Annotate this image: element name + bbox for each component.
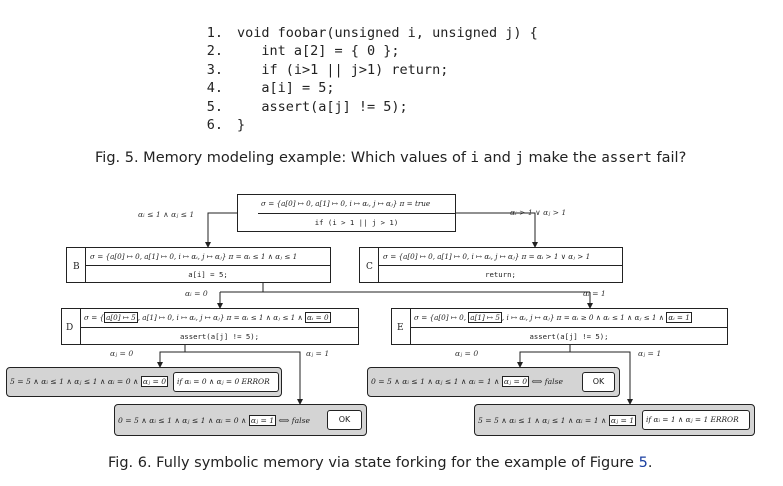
node-c-stmt: return; [485, 270, 516, 279]
node-e-box1: a[1] ↦ 5 [468, 312, 502, 323]
node-c-tab [359, 247, 379, 283]
node-a-state: σ = {a[0] ↦ 0, a[1] ↦ 0, i ↦ αᵢ, j ↦ αⱼ}… [261, 199, 431, 208]
edge-label-b-e: αᵢ = 1 [583, 289, 606, 298]
node-e-state: σ = {a[0] ↦ 0, a[1] ↦ 5, i ↦ αᵢ, j ↦ αⱼ}… [414, 312, 692, 323]
node-b-stmt: a[i] = 5; [188, 270, 228, 279]
node-c-state: σ = {a[0] ↦ 0, a[1] ↦ 0, i ↦ αᵢ, j ↦ αⱼ}… [383, 252, 591, 261]
leaf-d1-boxed: αⱼ = 1 [248, 415, 277, 426]
fig5-caption: Fig. 5. Memory modeling example: Which v… [95, 150, 687, 166]
leaf-e0-result: OK [582, 372, 615, 392]
node-d-box2: αᵢ = 0 [305, 312, 331, 323]
node-d-box1: a[0] ↦ 5 [104, 312, 138, 323]
node-b-state: σ = {a[0] ↦ 0, a[1] ↦ 0, i ↦ αᵢ, j ↦ αⱼ}… [90, 252, 298, 261]
leaf-d0-formula: 5 = 5 ∧ αᵢ ≤ 1 ∧ αⱼ ≤ 1 ∧ αᵢ = 0 ∧ αⱼ = … [10, 376, 169, 387]
leaf-d0: 5 = 5 ∧ αᵢ ≤ 1 ∧ αⱼ ≤ 1 ∧ αᵢ = 0 ∧ αⱼ = … [6, 367, 282, 397]
node-b: σ = {a[0] ↦ 0, a[1] ↦ 0, i ↦ αᵢ, j ↦ αⱼ}… [85, 247, 331, 283]
edge-label-e-right: αⱼ = 1 [638, 349, 662, 358]
code-line: 4. a[i] = 5; [206, 80, 335, 97]
fig6-caption: Fig. 6. Fully symbolic memory via state … [108, 455, 653, 471]
code-line: 5. assert(a[j] != 5); [206, 98, 408, 115]
leaf-e0-boxed: αⱼ = 0 [501, 376, 530, 387]
node-a-stmt: if (i > 1 || j > 1) [314, 218, 399, 227]
node-c-label: C [366, 262, 373, 272]
leaf-d0-boxed: αⱼ = 0 [140, 376, 169, 387]
leaf-e1: 5 = 5 ∧ αᵢ ≤ 1 ∧ αⱼ ≤ 1 ∧ αᵢ = 1 ∧ αⱼ = … [474, 404, 755, 436]
code-line: 3. if (i>1 || j>1) return; [206, 61, 449, 78]
leaf-e0-formula: 0 = 5 ∧ αᵢ ≤ 1 ∧ αⱼ ≤ 1 ∧ αᵢ = 1 ∧ αⱼ = … [371, 376, 563, 387]
node-e-stmt: assert(a[j] != 5); [529, 332, 609, 341]
edge-label-a-b: αᵢ ≤ 1 ∧ αⱼ ≤ 1 [138, 210, 195, 219]
code-line: 1.void foobar(unsigned i, unsigned j) { [206, 25, 538, 41]
edge-label-a-c: αᵢ > 1 ∨ αⱼ > 1 [510, 208, 567, 217]
leaf-e1-boxed: αⱼ = 1 [608, 415, 637, 426]
edge-label-d-right: αⱼ = 1 [306, 349, 330, 358]
node-a: σ = {a[0] ↦ 0, a[1] ↦ 0, i ↦ αᵢ, j ↦ αⱼ}… [257, 194, 456, 232]
edge-label-d-left: αⱼ = 0 [110, 349, 134, 358]
edge-label-e-left: αⱼ = 0 [455, 349, 479, 358]
node-b-tab [66, 247, 86, 283]
node-d-label: D [66, 323, 74, 333]
node-e-label: E [397, 323, 404, 333]
leaf-d1-formula: 0 = 5 ∧ αᵢ ≤ 1 ∧ αⱼ ≤ 1 ∧ αᵢ = 0 ∧ αⱼ = … [118, 415, 310, 426]
code-line: 2. int a[2] = { 0 }; [206, 43, 400, 60]
leaf-e1-formula: 5 = 5 ∧ αᵢ ≤ 1 ∧ αⱼ ≤ 1 ∧ αᵢ = 1 ∧ αⱼ = … [478, 415, 637, 426]
leaf-d0-result: if αᵢ = 0 ∧ αⱼ = 0 ERROR [173, 372, 279, 392]
leaf-e1-result: if αᵢ = 1 ∧ αⱼ = 1 ERROR [642, 410, 750, 430]
node-a-tab [237, 194, 258, 232]
node-c: σ = {a[0] ↦ 0, a[1] ↦ 0, i ↦ αᵢ, j ↦ αⱼ}… [378, 247, 623, 283]
code-line: 6.} [206, 117, 246, 134]
edge-label-b-d: αᵢ = 0 [185, 289, 208, 298]
node-d-state: σ = {a[0] ↦ 5, a[1] ↦ 0, i ↦ αᵢ, j ↦ αⱼ}… [84, 312, 331, 323]
node-b-label: B [73, 262, 80, 272]
node-d-tab [61, 308, 81, 345]
code-listing: 1.void foobar(unsigned i, unsigned j) { … [203, 24, 538, 134]
node-e-tab [391, 308, 411, 345]
node-d: σ = {a[0] ↦ 5, a[1] ↦ 0, i ↦ αᵢ, j ↦ αⱼ}… [80, 308, 359, 345]
leaf-e0: 0 = 5 ∧ αᵢ ≤ 1 ∧ αⱼ ≤ 1 ∧ αᵢ = 1 ∧ αⱼ = … [367, 367, 620, 397]
node-d-stmt: assert(a[j] != 5); [179, 332, 260, 341]
node-e-box2: αᵢ = 1 [666, 312, 692, 323]
node-e: σ = {a[0] ↦ 0, a[1] ↦ 5, i ↦ αᵢ, j ↦ αⱼ}… [410, 308, 728, 345]
leaf-d1-result: OK [327, 410, 362, 430]
figure-5-link[interactable]: 5 [638, 455, 648, 471]
leaf-d1: 0 = 5 ∧ αᵢ ≤ 1 ∧ αⱼ ≤ 1 ∧ αᵢ = 0 ∧ αⱼ = … [114, 404, 367, 436]
